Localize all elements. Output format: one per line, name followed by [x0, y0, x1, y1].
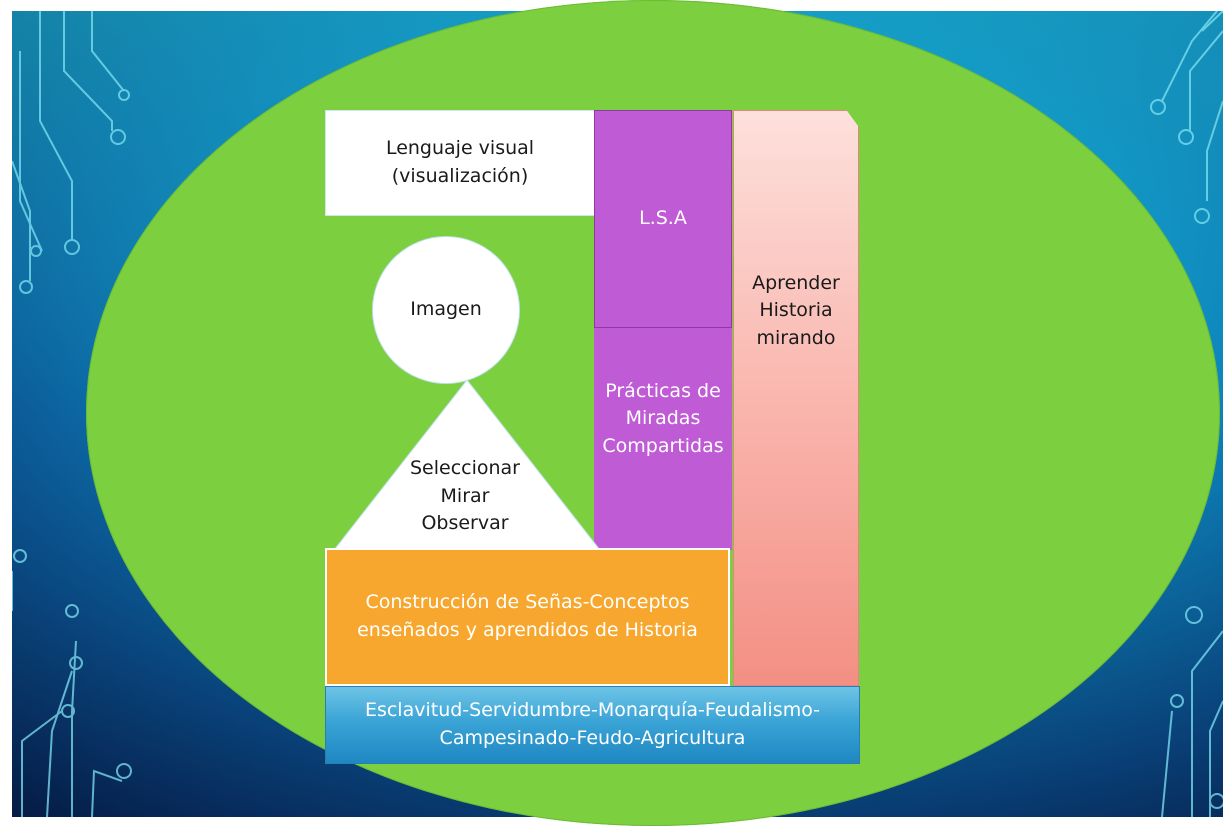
imagen-circle: Imagen — [372, 236, 520, 384]
lenguaje-visual-box: Lenguaje visual (visualización) — [325, 110, 595, 216]
seleccionar-label: Seleccionar Mirar Observar — [380, 455, 550, 538]
construccion-text: Construcción de Señas-Conceptos enseñado… — [357, 591, 698, 641]
seleccionar-triangle — [334, 380, 600, 550]
seleccionar-text: Seleccionar — [409, 457, 520, 479]
practicas-text: Prácticas de Miradas Compartidas — [602, 379, 724, 457]
lsa-text: L.S.A — [639, 207, 687, 230]
circuit-decoration — [12, 11, 1223, 817]
mirar-text: Mirar — [440, 484, 490, 507]
lenguaje-visual-text: Lenguaje visual (visualización) — [385, 137, 535, 187]
esclavitud-box: Esclavitud-Servidumbre-Monarquía-Feudali… — [325, 686, 860, 764]
practicas-box: Prácticas de Miradas Compartidas — [594, 328, 732, 550]
observar-text: Observar — [421, 512, 509, 535]
aprender-historia-box: Aprender Historia mirando — [733, 110, 859, 686]
esclavitud-text: Esclavitud-Servidumbre-Monarquía-Feudali… — [364, 699, 821, 749]
lsa-box: L.S.A — [594, 110, 732, 328]
aprender-historia-text: Aprender Historia mirando — [752, 271, 840, 349]
construccion-box: Construcción de Señas-Conceptos enseñado… — [325, 548, 730, 686]
imagen-text: Imagen — [410, 298, 482, 321]
